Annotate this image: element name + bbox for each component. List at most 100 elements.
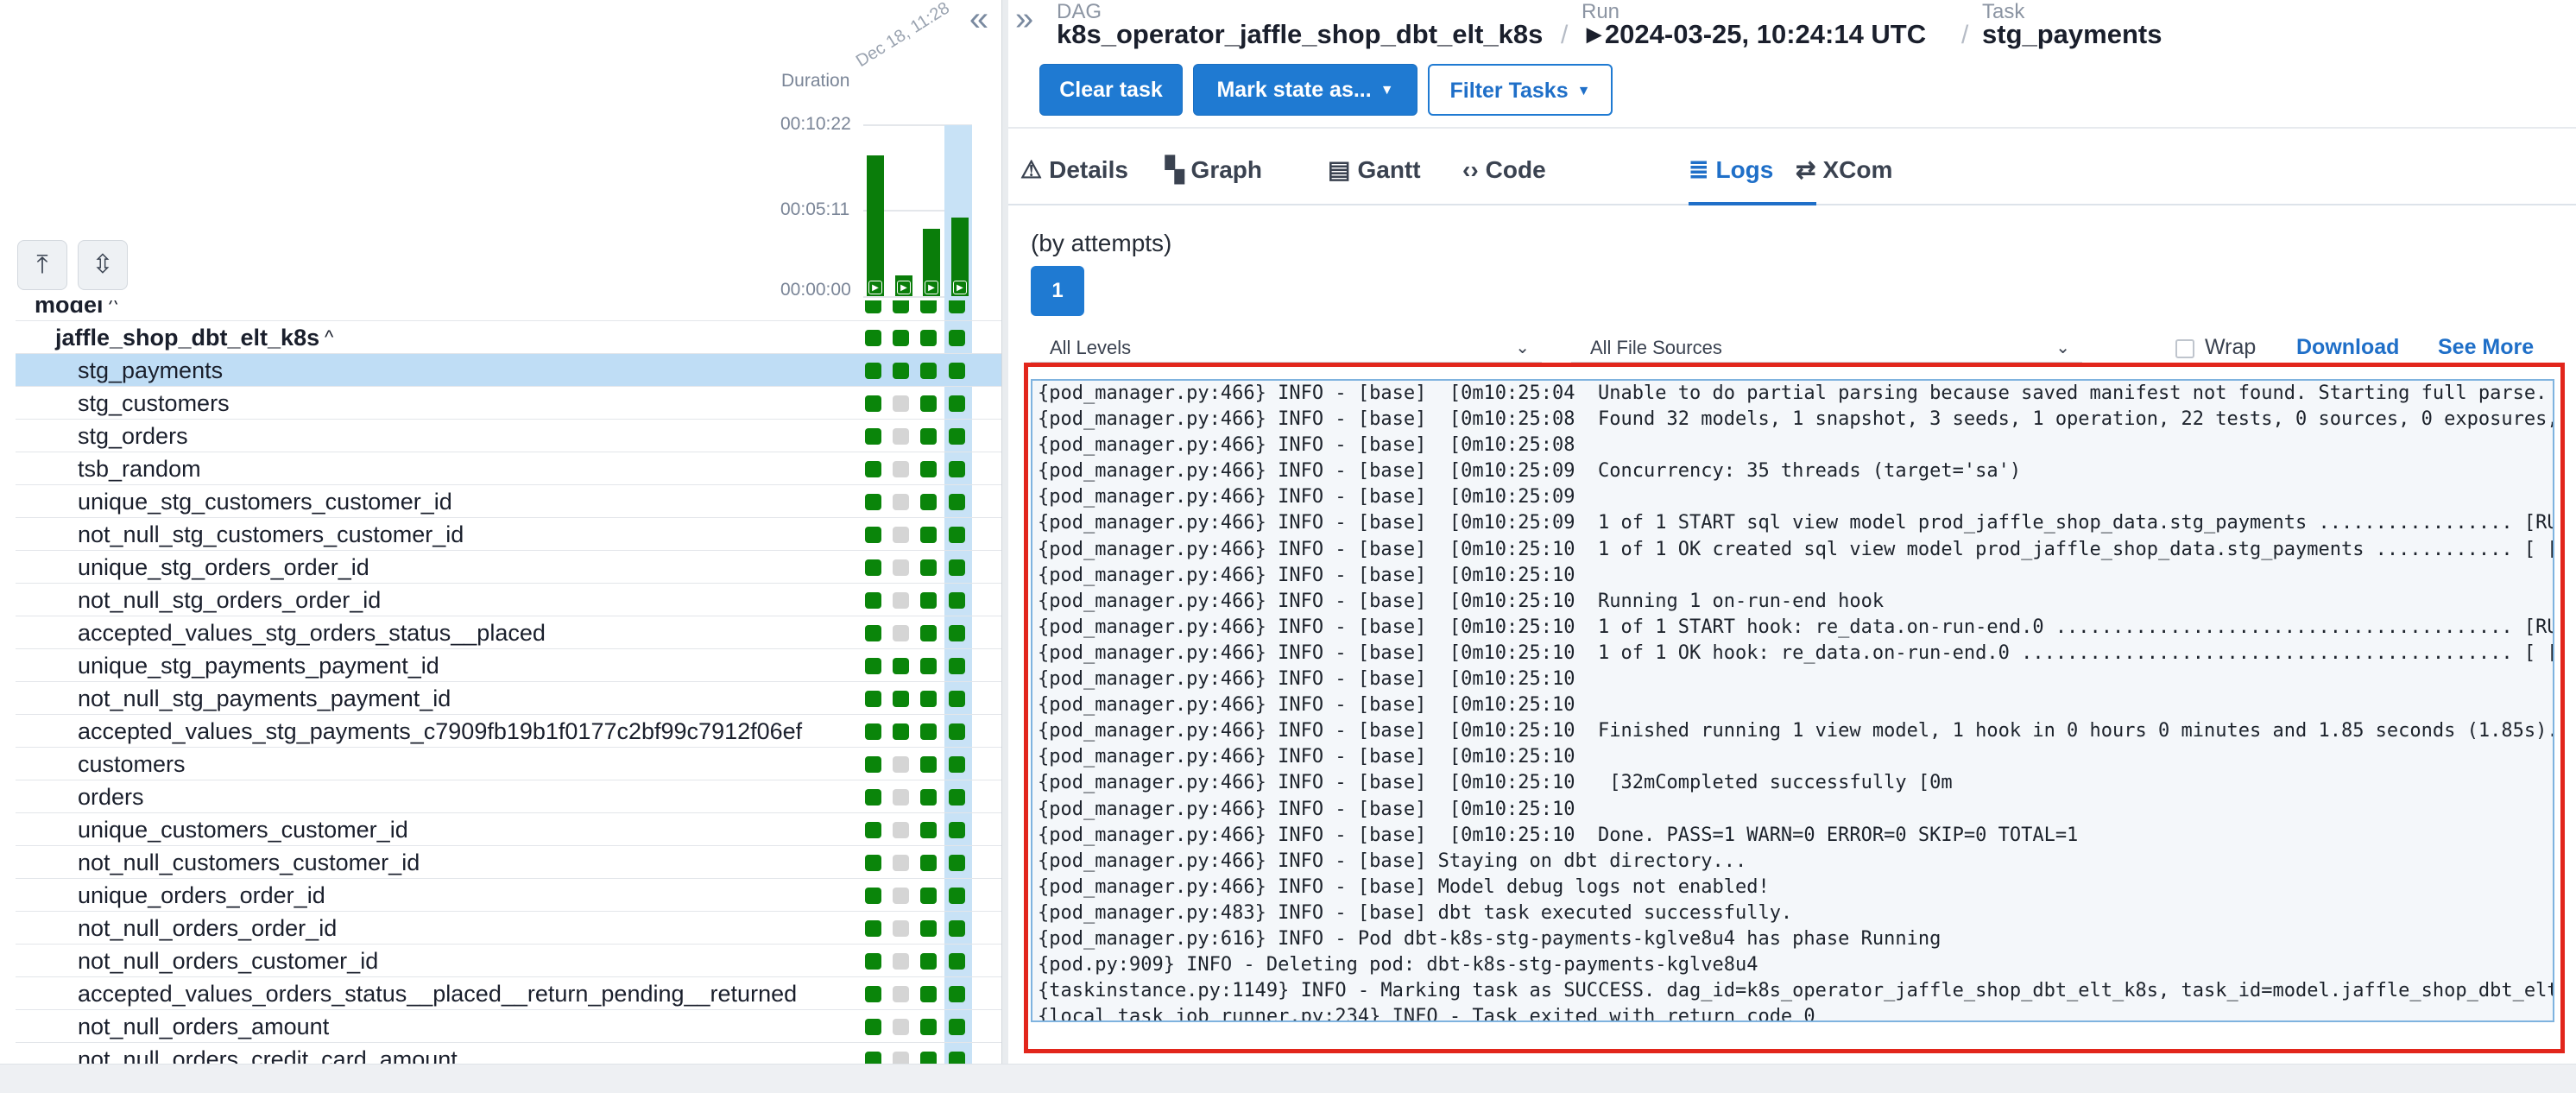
task-instance-cell[interactable] [865,1052,881,1064]
task-instance-cell[interactable] [893,330,909,346]
task-instance-cell[interactable] [893,300,909,313]
task-instance-cell[interactable] [865,658,881,674]
task-instance-cell[interactable] [920,461,937,477]
task-instance-cell[interactable] [920,986,937,1002]
task-instance-cell[interactable] [949,625,965,641]
wrap-checkbox[interactable] [2175,339,2194,358]
task-instance-cell[interactable] [920,527,937,543]
mark-state-button[interactable]: Mark state as...▼ [1193,64,1417,116]
task-instance-cell[interactable] [865,822,881,838]
task-instance-cell[interactable] [865,756,881,773]
task-instance-cell[interactable] [893,527,909,543]
task-instance-cell[interactable] [949,920,965,937]
task-instance-cell[interactable] [920,855,937,871]
task-group-row[interactable]: jaffle_shop_dbt_elt_k8s^ [16,321,1001,354]
task-instance-cell[interactable] [920,789,937,806]
task-instance-cell[interactable] [865,986,881,1002]
chevron-up-icon[interactable]: ^ [109,300,118,315]
task-instance-cell[interactable] [865,559,881,576]
duration-bar[interactable]: ▶ [895,275,912,296]
task-row[interactable]: unique_stg_payments_payment_id [16,649,1001,682]
task-instance-cell[interactable] [949,592,965,609]
task-instance-cell[interactable] [893,723,909,740]
task-instance-cell[interactable] [920,300,937,313]
wrap-label[interactable]: Wrap [2205,335,2257,359]
task-instance-cell[interactable] [949,363,965,379]
task-instance-cell[interactable] [893,1019,909,1035]
task-instance-cell[interactable] [893,625,909,641]
task-instance-cell[interactable] [893,953,909,970]
task-instance-cell[interactable] [949,1052,965,1064]
task-instance-cell[interactable] [893,822,909,838]
task-instance-cell[interactable] [949,723,965,740]
expand-all-button[interactable]: ⤒ [17,240,67,290]
task-instance-cell[interactable] [949,1019,965,1035]
download-link[interactable]: Download [2296,335,2400,359]
task-instance-cell[interactable] [949,461,965,477]
chevron-up-icon[interactable]: ^ [325,326,334,348]
task-instance-cell[interactable] [920,428,937,445]
task-row[interactable]: unique_stg_customers_customer_id [16,485,1001,518]
task-instance-cell[interactable] [893,494,909,510]
collapse-all-button[interactable]: ⇳ [78,240,128,290]
task-instance-cell[interactable] [865,428,881,445]
task-instance-cell[interactable] [949,789,965,806]
task-instance-cell[interactable] [893,461,909,477]
task-instance-cell[interactable] [893,395,909,412]
task-instance-cell[interactable] [865,855,881,871]
breadcrumb-run[interactable]: ▶2024-03-25, 10:24:14 UTC [1587,19,1926,50]
expand-details-icon[interactable]: » [1015,1,1034,37]
duration-bar[interactable]: ▶ [951,218,969,296]
task-instance-cell[interactable] [949,527,965,543]
attempt-1-button[interactable]: 1 [1031,266,1084,316]
task-instance-cell[interactable] [920,691,937,707]
task-instance-cell[interactable] [920,888,937,904]
task-instance-cell[interactable] [865,1019,881,1035]
task-instance-cell[interactable] [865,723,881,740]
task-instance-cell[interactable] [893,559,909,576]
task-row[interactable]: stg_customers [16,387,1001,420]
task-row[interactable]: stg_orders [16,420,1001,452]
tab-xcom[interactable]: ⇄XCom [1796,143,1892,205]
task-row[interactable]: not_null_orders_customer_id [16,945,1001,977]
task-instance-cell[interactable] [949,300,965,313]
task-instance-cell[interactable] [920,723,937,740]
task-instance-cell[interactable] [949,395,965,412]
task-instance-cell[interactable] [949,559,965,576]
task-instance-cell[interactable] [949,691,965,707]
task-instance-cell[interactable] [893,920,909,937]
task-instance-cell[interactable] [949,986,965,1002]
task-row[interactable]: customers [16,748,1001,780]
tab-details[interactable]: ⚠Details [1020,143,1128,205]
task-instance-cell[interactable] [949,494,965,510]
breadcrumb-dag-id[interactable]: k8s_operator_jaffle_shop_dbt_elt_k8s [1057,19,1544,49]
task-instance-cell[interactable] [920,330,937,346]
task-instance-cell[interactable] [949,822,965,838]
tab-code[interactable]: ‹›Code [1462,143,1546,205]
task-row[interactable]: not_null_orders_order_id [16,912,1001,945]
task-row[interactable]: stg_payments [16,354,1001,387]
task-instance-cell[interactable] [893,756,909,773]
task-instance-cell[interactable] [920,920,937,937]
task-instance-cell[interactable] [920,1052,937,1064]
task-row[interactable]: not_null_stg_customers_customer_id [16,518,1001,551]
tab-gantt[interactable]: ▤Gantt [1328,143,1421,205]
task-instance-cell[interactable] [893,658,909,674]
task-instance-cell[interactable] [865,527,881,543]
task-instance-cell[interactable] [893,855,909,871]
tab-graph[interactable]: ▚Graph [1165,143,1262,205]
task-instance-cell[interactable] [949,756,965,773]
task-row[interactable]: unique_customers_customer_id [16,813,1001,846]
see-more-link[interactable]: See More [2438,335,2535,359]
task-instance-cell[interactable] [893,691,909,707]
breadcrumb-task-value[interactable]: stg_payments [1982,19,2162,49]
log-output[interactable]: {pod_manager.py:466} INFO - [base] [0m10… [1031,379,2554,1022]
file-source-select[interactable]: All File Sources⌄ [1571,332,2082,363]
clear-task-button[interactable]: Clear task [1039,64,1183,116]
task-instance-cell[interactable] [893,888,909,904]
filter-tasks-button[interactable]: Filter Tasks▼ [1428,64,1613,116]
task-instance-cell[interactable] [920,494,937,510]
task-instance-cell[interactable] [893,363,909,379]
task-instance-cell[interactable] [949,428,965,445]
task-instance-cell[interactable] [949,855,965,871]
